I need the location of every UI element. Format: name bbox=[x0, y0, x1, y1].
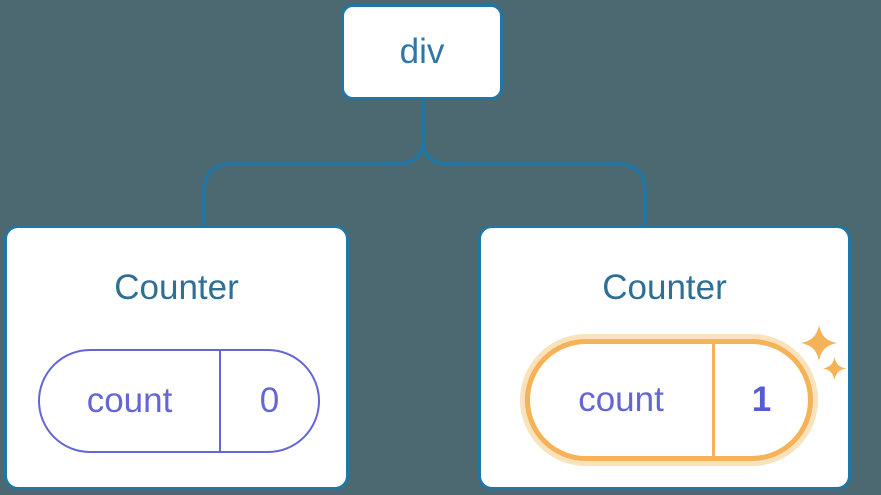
pill-divider bbox=[219, 351, 221, 451]
root-node-label: div bbox=[399, 32, 445, 71]
state-key-label: count bbox=[86, 381, 173, 420]
state-value: 1 bbox=[751, 380, 772, 419]
state-pill-count-1-highlighted: count 1 bbox=[525, 339, 813, 461]
pill-divider bbox=[712, 344, 715, 456]
sparkle-icon-small bbox=[823, 357, 846, 380]
component-title: Counter bbox=[114, 268, 239, 307]
sparkle-icon-large bbox=[801, 325, 837, 361]
tree-root-node: div bbox=[341, 4, 503, 100]
state-key-label: count bbox=[578, 380, 664, 419]
state-pill-count-0: count 0 bbox=[38, 349, 320, 453]
counter-card-right: Counter count 1 bbox=[478, 225, 851, 490]
component-title: Counter bbox=[602, 268, 727, 307]
counter-card-left: Counter count 0 bbox=[4, 225, 349, 490]
connector-branch-left bbox=[202, 139, 425, 229]
connector-branch-right bbox=[421, 139, 647, 229]
state-value: 0 bbox=[259, 381, 280, 420]
